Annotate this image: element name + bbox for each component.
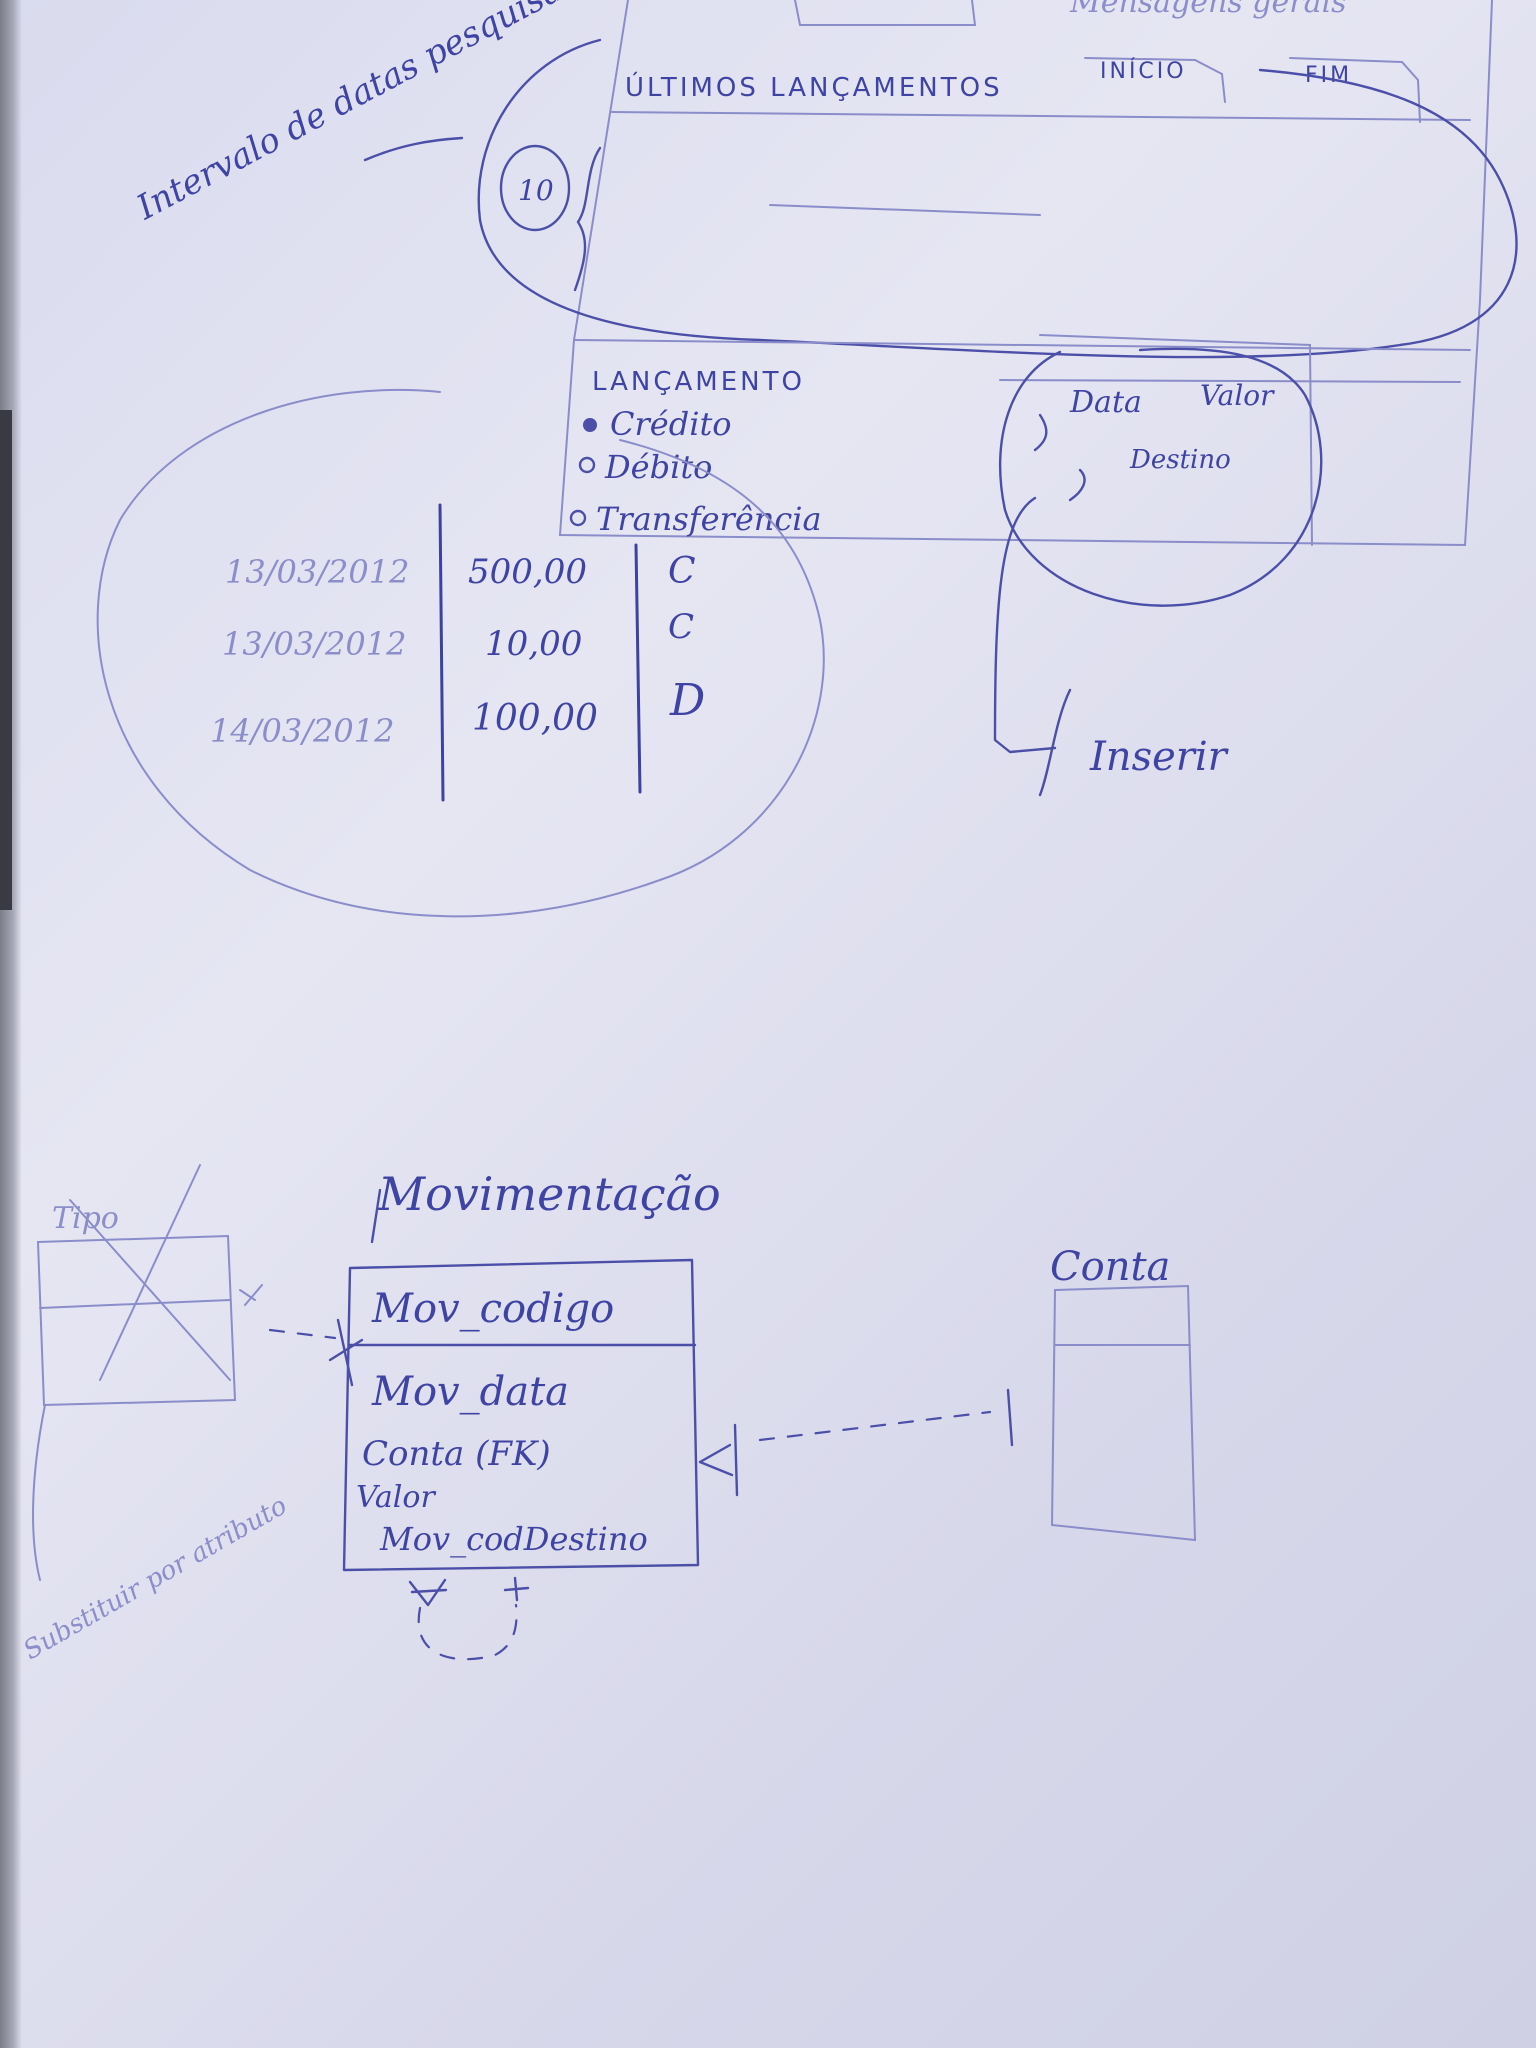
fields-ellipse (998, 347, 1323, 607)
er-diagram: Tipo Substituir por atributo Movimentaçã… (19, 1164, 1197, 1666)
header-item-inicio: INÍCIO (1100, 58, 1187, 84)
row-2-type-visible: C (668, 607, 694, 647)
row-1-value: 500,00 (468, 552, 587, 592)
radio-debito[interactable] (578, 456, 596, 474)
entity-mov-attr-4: Mov_codDestino (379, 1520, 648, 1558)
entity-mov-pk: Mov_codigo (371, 1286, 614, 1332)
inserir-mark (1038, 688, 1072, 797)
self-rel-crowfoot (408, 1578, 448, 1607)
top-right-text: Mensagens gerais (1069, 0, 1346, 20)
entity-mov-attr-2: Conta (FK) (362, 1434, 551, 1474)
entity-mov-attr-3: Valor (356, 1480, 436, 1515)
row-1-type: C (668, 551, 696, 592)
lancamento-panel: LANÇAMENTO Crédito Débito Transferência … (569, 334, 1323, 797)
field-bracket-1 (1033, 413, 1048, 452)
field-data: Data (1069, 385, 1142, 420)
radio-credito[interactable] (583, 418, 597, 432)
screen-frame (558, 0, 1493, 547)
wireframe-screen: Mensagens gerais ÚLTIMOS LANÇAMENTOS INÍ… (130, 0, 1518, 547)
field-bracket-2 (1068, 468, 1086, 502)
entity-tipo-crossed: Tipo Substituir por atributo (19, 1164, 293, 1666)
self-rel-one (503, 1576, 530, 1602)
cross-line-1 (69, 1199, 231, 1381)
cross-line-2 (99, 1164, 201, 1381)
list-brace (573, 146, 602, 292)
entity-tipo-crowfoot (239, 1284, 263, 1306)
circle-marker-text: 10 (518, 174, 554, 207)
top-small-box (794, 0, 977, 26)
entity-tipo-box (36, 1234, 237, 1407)
list-col-divider-2 (634, 543, 642, 794)
photo-left-edge-shadow (0, 410, 12, 910)
header-box-fim (1289, 57, 1421, 123)
row-1-date: 13/03/2012 (225, 553, 409, 591)
entity-mov-box (342, 1258, 700, 1572)
list-ellipse (477, 38, 1518, 359)
list-col-divider-1 (438, 503, 445, 802)
link-mov-conta (758, 1410, 992, 1442)
row-2-date: 13/03/2012 (222, 625, 406, 663)
row-2-value: 10,00 (485, 624, 582, 664)
row-3-type: D (669, 675, 705, 726)
section-divider (574, 339, 1471, 351)
link-tipo-mov-end (328, 1318, 364, 1387)
entity-mov-attr-1: Mov_data (371, 1369, 569, 1415)
left-note-arrow (363, 136, 464, 162)
radio-transferencia[interactable] (569, 509, 587, 527)
row-3-value: 100,00 (472, 698, 598, 739)
link-tipo-mov (268, 1328, 337, 1340)
inserir-button[interactable]: Inserir (1089, 734, 1230, 780)
header-box-inicio (1084, 57, 1226, 103)
circle-marker (499, 144, 571, 232)
placeholder-line (769, 204, 1041, 216)
header-item-ultimos: ÚLTIMOS LANÇAMENTOS (625, 71, 1003, 103)
radio-credito-label: Crédito (610, 405, 732, 443)
link-mov-conta-start (698, 1423, 739, 1497)
row-3-date: 14/03/2012 (210, 712, 394, 750)
lancamentos-list: 13/03/2012 500,00 C 13/03/2012 10,00 D C… (96, 388, 825, 918)
entity-mov-title-tick (370, 1188, 382, 1244)
entity-tipo-note-line (32, 1404, 46, 1581)
list-blob (96, 388, 825, 918)
field-destino: Destino (1129, 445, 1231, 475)
entity-conta-box (1050, 1284, 1197, 1542)
fields-box (1039, 334, 1313, 546)
entity-tipo-note: Substituir por atributo (19, 1491, 293, 1666)
fields-divider (999, 379, 1461, 383)
link-mov-conta-end (1006, 1388, 1014, 1447)
entity-movimentacao: Movimentação Mov_codigo Mov_data Conta (… (342, 1167, 721, 1661)
self-rel-loop (417, 1603, 518, 1661)
field-valor: Valor (1200, 379, 1275, 412)
entity-conta-title: Conta (1050, 1244, 1170, 1290)
header-divider (611, 111, 1471, 121)
entity-mov-title: Movimentação (377, 1167, 721, 1221)
inserir-connector (993, 496, 1057, 754)
lancamento-title: LANÇAMENTO (592, 367, 805, 397)
entity-conta: Conta (1050, 1244, 1197, 1542)
radio-transferencia-label: Transferência (596, 500, 822, 538)
